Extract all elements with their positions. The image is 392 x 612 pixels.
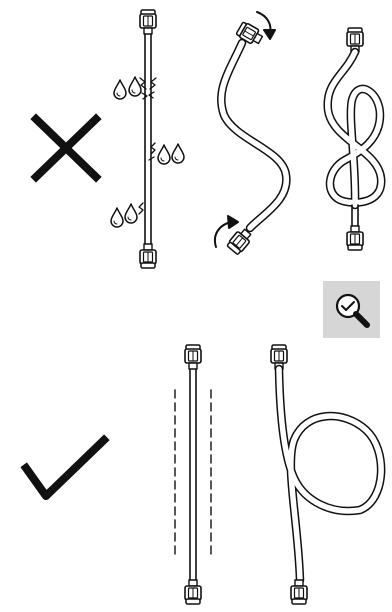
leak-drops-icon bbox=[111, 77, 184, 227]
magnifier-check-icon bbox=[330, 288, 374, 332]
alignment-guide bbox=[175, 390, 211, 556]
zoom-button[interactable] bbox=[323, 281, 380, 338]
cross-icon bbox=[36, 119, 96, 177]
looped-hose bbox=[271, 345, 381, 604]
checkmark-icon bbox=[26, 440, 104, 496]
knotted-hose bbox=[328, 28, 382, 250]
straight-hose bbox=[175, 345, 211, 604]
leaking-hose bbox=[111, 10, 184, 268]
twisted-hose bbox=[215, 12, 286, 255]
